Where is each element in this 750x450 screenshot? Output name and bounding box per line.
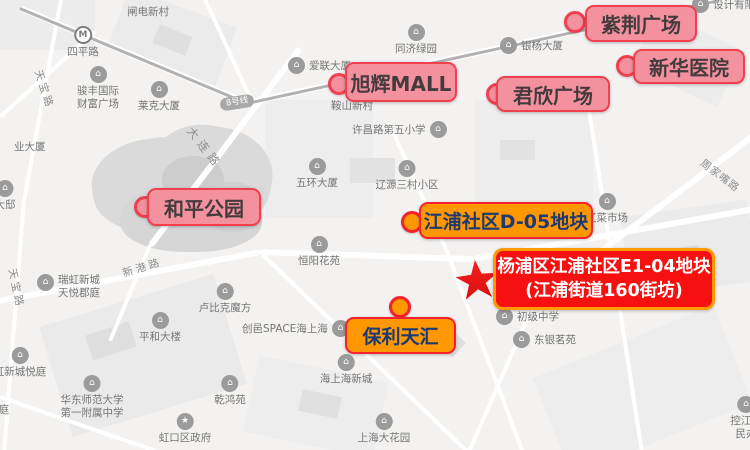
map-poi: ⌂ 恒阳花苑: [298, 236, 340, 268]
school-icon: ⌂: [737, 396, 750, 413]
map-poi: ⌂ 爱联大厦: [288, 57, 351, 76]
building-icon: ⌂: [331, 320, 349, 337]
building-icon: ⌂: [375, 413, 393, 430]
building-icon: ⌂: [513, 331, 530, 348]
marker-label-xuhui-mall[interactable]: 旭辉MALL: [345, 62, 457, 102]
map-poi: ⌂ 东银茗苑: [513, 331, 576, 350]
map-poi: ⌂ 平和大楼: [139, 312, 181, 344]
building-icon: ⌂: [89, 66, 107, 83]
road-label-tianbao-2: 天宝路: [5, 267, 26, 310]
building-icon: ⌂: [151, 312, 169, 329]
map-poi: 许昌路第五小学 ⌂: [352, 121, 447, 140]
road-label-tianbao: 天宝路: [31, 68, 56, 111]
e104-line2: (江浦街道160街坊): [525, 281, 683, 301]
map-building: [500, 140, 535, 160]
building-icon: ⌂: [0, 180, 14, 197]
marker-label-heping-park[interactable]: 和平公园: [147, 188, 261, 226]
map-poi: 庭: [0, 404, 10, 416]
school-icon: ⌂: [83, 375, 101, 392]
map-poi: ⌂ 大邸: [0, 180, 16, 212]
map-poi: ⌂ 莱克大厦: [138, 81, 180, 113]
map-poi: ⌂ 虹新城悦庭: [0, 347, 46, 379]
school-icon: ⌂: [429, 121, 447, 138]
map-poi: 鞍山新村: [331, 100, 373, 112]
building-icon: ⌂: [500, 37, 517, 54]
map-poi: 业大厦: [14, 141, 46, 153]
marker-label-zijin-plaza[interactable]: 紫荆广场: [585, 5, 697, 42]
marker-label-xinhua-hospital[interactable]: 新华医院: [633, 49, 745, 84]
government-icon: ★: [176, 413, 194, 430]
marker-dot-baoli[interactable]: [389, 296, 411, 318]
map-building: [350, 158, 395, 183]
marker-label-e104-plot[interactable]: 杨浦区江浦社区E1-04地块 (江浦街道160街坊): [493, 248, 715, 310]
map-poi-government: ★ 虹口区政府: [159, 413, 211, 445]
market-icon: ⌂: [598, 193, 616, 210]
building-icon: ⌂: [407, 24, 425, 41]
building-icon: ⌂: [216, 283, 234, 300]
map-poi: ⌂ 瑞虹新城天悦郡庭: [37, 274, 100, 299]
map-poi: ⌂ 银杨大厦: [500, 37, 563, 56]
map-poi: ⌂ 骏丰国际财富广场: [77, 66, 119, 110]
building-icon: ⌂: [337, 354, 355, 371]
map-block: [532, 305, 750, 450]
map-poi: ⌂ 初级中学: [496, 308, 559, 327]
map-poi: 闸电新村: [127, 6, 169, 18]
building-icon: ⌂: [221, 375, 239, 392]
map-poi: ⌂ 辽菜市场: [586, 193, 628, 225]
building-icon: ⌂: [11, 347, 29, 364]
map-poi: ⌂ 五环大厦: [296, 158, 338, 190]
map-poi: ⌂ 控江中民办: [730, 396, 750, 440]
map-poi: 创邑SPACE海上海 ⌂: [242, 320, 349, 339]
building-icon: ⌂: [150, 81, 168, 98]
marker-label-d05-plot[interactable]: 江浦社区D-05地块: [419, 202, 593, 239]
building-icon: ⌂: [288, 57, 305, 74]
road: [259, 249, 474, 263]
marker-label-baoli-tianhui[interactable]: 保利天汇: [345, 317, 456, 354]
map-poi: ⌂ 华东师范大学第一附属中学: [61, 375, 124, 419]
building-icon: ⌂: [37, 274, 54, 291]
marker-dot-zijin[interactable]: [564, 11, 586, 33]
map-poi: ⌂ 海上海新城: [320, 354, 372, 386]
map-poi: ⌂ 卢比克魔方: [199, 283, 251, 315]
map-poi: ⌂ 同济绿园: [395, 24, 437, 56]
building-icon: ⌂: [310, 236, 328, 253]
map-poi: ⌂ 乾鸿苑: [214, 375, 246, 407]
school-icon: ⌂: [496, 308, 513, 325]
e104-line1: 杨浦区江浦社区E1-04地块: [497, 257, 711, 277]
map-poi: ⌂ 上海大花园: [358, 413, 410, 445]
metro-station-icon: M: [74, 26, 92, 44]
map-poi: ⌂ 设计有限公司: [692, 0, 750, 15]
map-poi: ⌂ 辽源三村小区: [376, 160, 439, 192]
building-icon: ⌂: [398, 160, 416, 177]
marker-label-junxin-plaza[interactable]: 君欣广场: [496, 76, 610, 112]
map-poi-metro-station: M 四平路: [67, 26, 99, 59]
building-icon: ⌂: [308, 158, 326, 175]
